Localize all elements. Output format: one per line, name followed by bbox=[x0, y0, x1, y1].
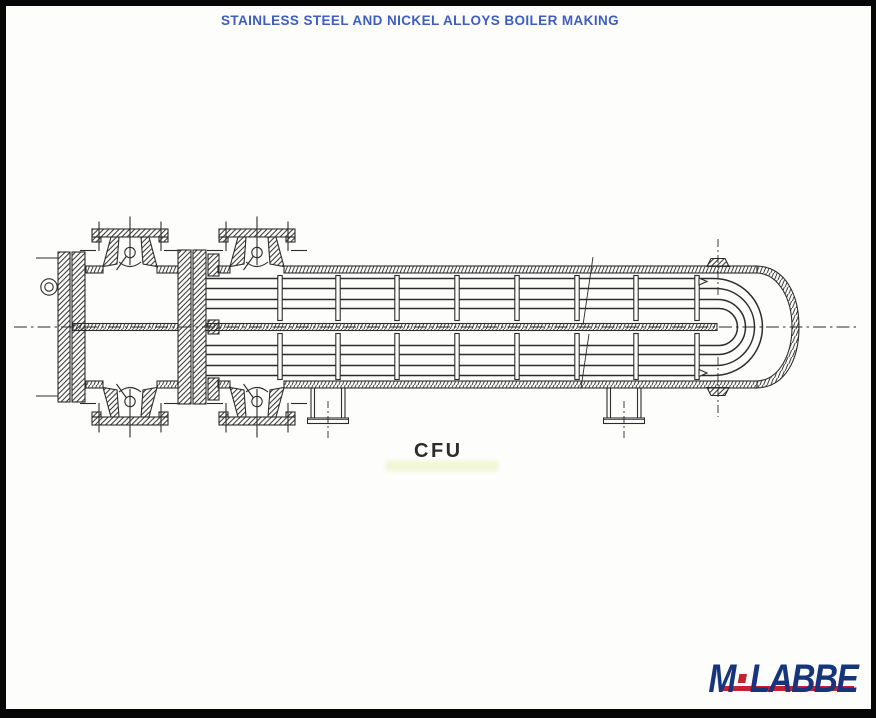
logo-text: M LABBE bbox=[708, 657, 859, 701]
flat-cover bbox=[57, 251, 71, 403]
support-saddles bbox=[306, 387, 646, 441]
tubesheet-flange-joint bbox=[177, 249, 220, 405]
section-marks bbox=[580, 256, 594, 389]
logo-prefix: M bbox=[708, 657, 736, 701]
company-logo: M LABBE bbox=[688, 659, 860, 705]
drawing-caption: CFU bbox=[414, 440, 463, 462]
logo-suffix: LABBE bbox=[749, 657, 859, 701]
u-tube-bundle bbox=[205, 277, 764, 377]
logo-strikethrough-line bbox=[722, 686, 854, 691]
shell bbox=[217, 239, 800, 417]
longitudinal-baffle bbox=[205, 322, 718, 332]
pass-partition bbox=[72, 322, 179, 332]
channel-bonnet bbox=[36, 251, 179, 403]
logo-dot-icon bbox=[737, 674, 748, 683]
shell-head bbox=[756, 265, 800, 389]
highlighter-smudge bbox=[386, 461, 498, 471]
cross-baffles bbox=[277, 274, 709, 381]
cover-flange bbox=[71, 251, 86, 403]
page-title: STAINLESS STEEL AND NICKEL ALLOYS BOILER… bbox=[220, 13, 620, 28]
